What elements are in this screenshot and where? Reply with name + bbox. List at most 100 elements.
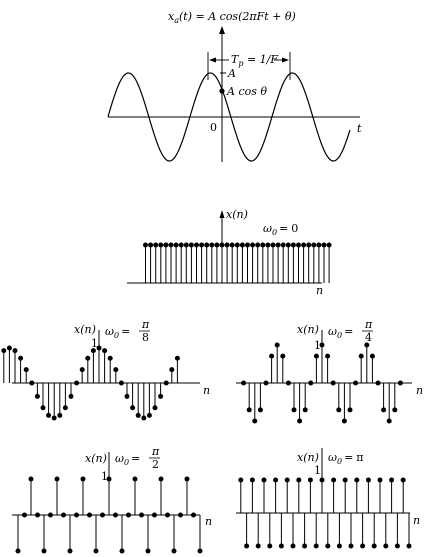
acos-theta-label: A cos θ xyxy=(226,85,267,98)
n-axis-label: n xyxy=(413,514,420,527)
stem-dot xyxy=(331,477,337,483)
stem-dot xyxy=(280,353,286,359)
stem-dot xyxy=(51,415,57,421)
stem-dot xyxy=(342,477,348,483)
continuous-plot: xa(t) = A cos(2πFt + θ) Tp = 1/F A A cos… xyxy=(107,10,362,162)
stem-dot xyxy=(188,242,194,248)
stem-dot xyxy=(68,393,74,399)
stem-dot xyxy=(119,548,125,554)
stem-dot xyxy=(197,548,203,554)
fraction-denominator: 4 xyxy=(365,331,372,344)
stem-dot xyxy=(169,367,175,373)
amplitude-axis-arrow xyxy=(219,26,225,34)
stem-dot xyxy=(275,242,281,248)
stem-dot xyxy=(291,407,297,413)
stem-dot xyxy=(135,412,141,418)
stem-dot xyxy=(191,512,196,518)
panel-omega-0: x(n) ω0=0 n xyxy=(127,208,332,297)
stem-dot xyxy=(12,348,18,354)
stem-dot xyxy=(307,477,313,483)
one-label: 1 xyxy=(314,464,321,477)
stem-dot xyxy=(377,477,383,483)
stems-omega-pi-over-8 xyxy=(1,345,180,421)
stem-dot xyxy=(178,512,183,518)
stem-dot xyxy=(353,380,359,386)
stem-dot xyxy=(80,476,86,482)
stem-dot xyxy=(285,242,291,248)
stem-dot xyxy=(274,342,280,348)
stem-dot xyxy=(364,342,370,348)
stem-dot xyxy=(280,242,286,248)
stem-dot xyxy=(61,512,66,518)
stem-dot xyxy=(46,412,52,418)
stem-dot xyxy=(285,380,291,386)
stem-dot xyxy=(336,543,342,549)
stem-dot xyxy=(18,355,24,361)
stem-dot xyxy=(178,242,184,248)
omega-label: ω0=π xyxy=(328,451,364,466)
stem-dot xyxy=(397,380,403,386)
period-arrowhead-right xyxy=(282,57,289,63)
xn-label: x(n) xyxy=(74,323,96,336)
one-label: 1 xyxy=(314,339,321,352)
stem-dot xyxy=(204,242,210,248)
stem-dot xyxy=(234,242,240,248)
stem-dot xyxy=(296,242,301,248)
stem-dot xyxy=(326,242,332,248)
stem-dot xyxy=(239,242,245,248)
stem-dot xyxy=(241,380,247,386)
stem-dot xyxy=(311,242,317,248)
stem-dot xyxy=(389,477,395,483)
stems-omega-pi-over-2 xyxy=(15,476,203,554)
stem-dot xyxy=(153,242,159,248)
stem-dot xyxy=(290,543,296,549)
stem-dot xyxy=(163,242,169,248)
stem-dot xyxy=(214,242,220,248)
omega-label: ω0=0 xyxy=(263,222,298,237)
xn-label: x(n) xyxy=(226,208,248,221)
stem-dot xyxy=(316,242,322,248)
fraction-numerator: π xyxy=(141,318,150,331)
stem-dot xyxy=(246,407,252,413)
acos-theta-point xyxy=(219,88,225,94)
origin-label: 0 xyxy=(210,121,217,134)
stem-dot xyxy=(158,393,164,399)
cosine-wave xyxy=(107,72,351,162)
stem-dot xyxy=(28,476,34,482)
stem-dot xyxy=(85,355,91,361)
stem-dot xyxy=(386,418,392,424)
stem-dot xyxy=(165,512,170,518)
stem-dot xyxy=(29,380,35,386)
stem-dot xyxy=(229,242,235,248)
stem-dot xyxy=(139,512,144,518)
stem-dot xyxy=(146,412,152,418)
stem-dot xyxy=(6,345,12,351)
stem-dot xyxy=(394,543,400,549)
stem-dot xyxy=(126,512,131,518)
stem-dot xyxy=(132,476,138,482)
stem-dot xyxy=(336,407,342,413)
stem-dot xyxy=(341,418,347,424)
stem-dot xyxy=(102,348,108,354)
stem-dot xyxy=(392,407,398,413)
stem-dot xyxy=(325,543,331,549)
stem-dot xyxy=(199,242,205,248)
stem-dot xyxy=(163,380,169,386)
stem-dot xyxy=(244,543,250,549)
stem-dot xyxy=(255,543,261,549)
stem-dot xyxy=(67,548,73,554)
period-label: Tp = 1/F xyxy=(231,53,278,68)
panel-omega-pi: x(n) 1 ω0=π n xyxy=(236,448,420,549)
stem-dot xyxy=(270,242,276,248)
stem-dot xyxy=(347,407,353,413)
n-axis-label: n xyxy=(416,384,423,397)
t-axis-label: t xyxy=(357,122,362,135)
stem-dot xyxy=(130,405,136,411)
stem-dot xyxy=(383,543,389,549)
stem-dot xyxy=(250,242,256,248)
n-axis-label: n xyxy=(205,515,212,528)
stem-dot xyxy=(354,477,360,483)
xn-label: x(n) xyxy=(297,451,319,464)
stem-dot xyxy=(40,405,46,411)
